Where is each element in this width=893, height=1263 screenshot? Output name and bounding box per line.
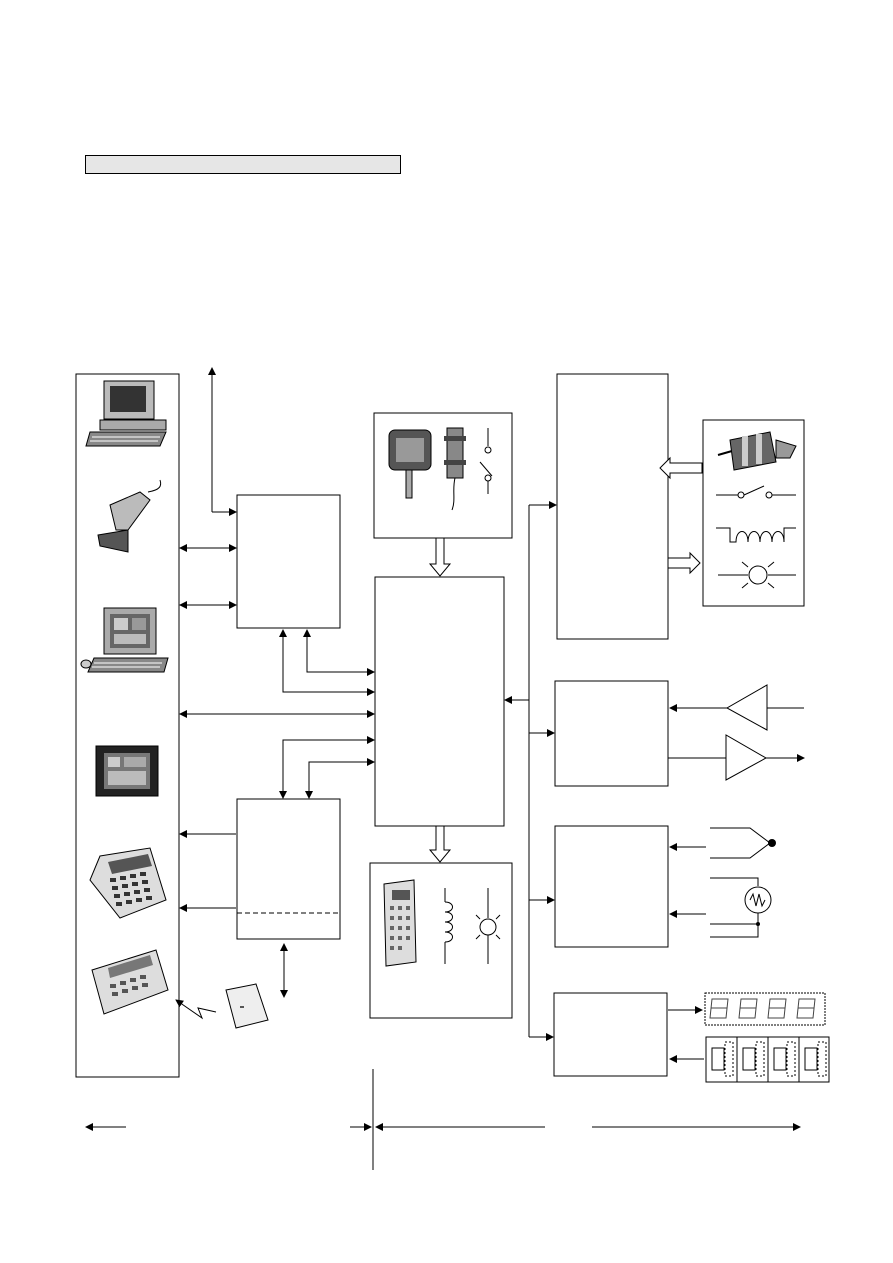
- display-module: [553, 992, 668, 1077]
- comm-module-lower: [236, 798, 341, 940]
- seven-segment-display-icon: [704, 992, 826, 1026]
- amplifier-icon: [669, 684, 804, 731]
- contact-icon: [716, 485, 796, 499]
- servo-drive-icon: [383, 879, 417, 967]
- title-bar: [85, 155, 401, 174]
- digital-output-arrow: [667, 551, 701, 575]
- output-bus-arrow: [428, 825, 452, 863]
- wireless-terminal-icon: [91, 949, 169, 1015]
- monitor-with-keyboard-icon: [80, 607, 169, 673]
- wireless-link: [175, 999, 217, 1020]
- link-lower-cpu-b: [305, 758, 375, 799]
- proximity-sensor-icon: [444, 427, 466, 511]
- lamp-icon: [475, 888, 501, 964]
- input-bus-arrow: [428, 537, 452, 577]
- analog-io-module: [554, 680, 669, 787]
- link-upper-cpu-b: [303, 629, 375, 676]
- switch-icon: [479, 428, 493, 494]
- digital-io-module: [556, 373, 669, 640]
- digital-input-arrow: [659, 456, 703, 480]
- thermocouple-icon: [669, 827, 776, 859]
- coil-icon: [716, 527, 796, 543]
- temperature-module: [554, 825, 669, 948]
- handheld-terminal-icon: [89, 847, 167, 919]
- thumbwheel-switch-icon: [705, 1036, 830, 1083]
- barcode-scanner-icon: [97, 479, 162, 553]
- coil-icon: [444, 888, 453, 964]
- encoder-icon: [388, 429, 432, 499]
- desktop-computer-icon: [85, 380, 167, 447]
- rtd-icon: [669, 877, 772, 938]
- lamp-icon: [718, 561, 796, 589]
- amplifier-icon: [668, 734, 805, 781]
- comm-module-upper: [236, 494, 341, 629]
- touch-panel-icon: [95, 745, 159, 797]
- link-lower-cpu-a: [279, 736, 375, 799]
- card-icon: [225, 983, 269, 1029]
- link-upper-cpu-a: [279, 629, 375, 696]
- sensor-icon: [717, 431, 797, 471]
- cpu-unit: [374, 576, 505, 827]
